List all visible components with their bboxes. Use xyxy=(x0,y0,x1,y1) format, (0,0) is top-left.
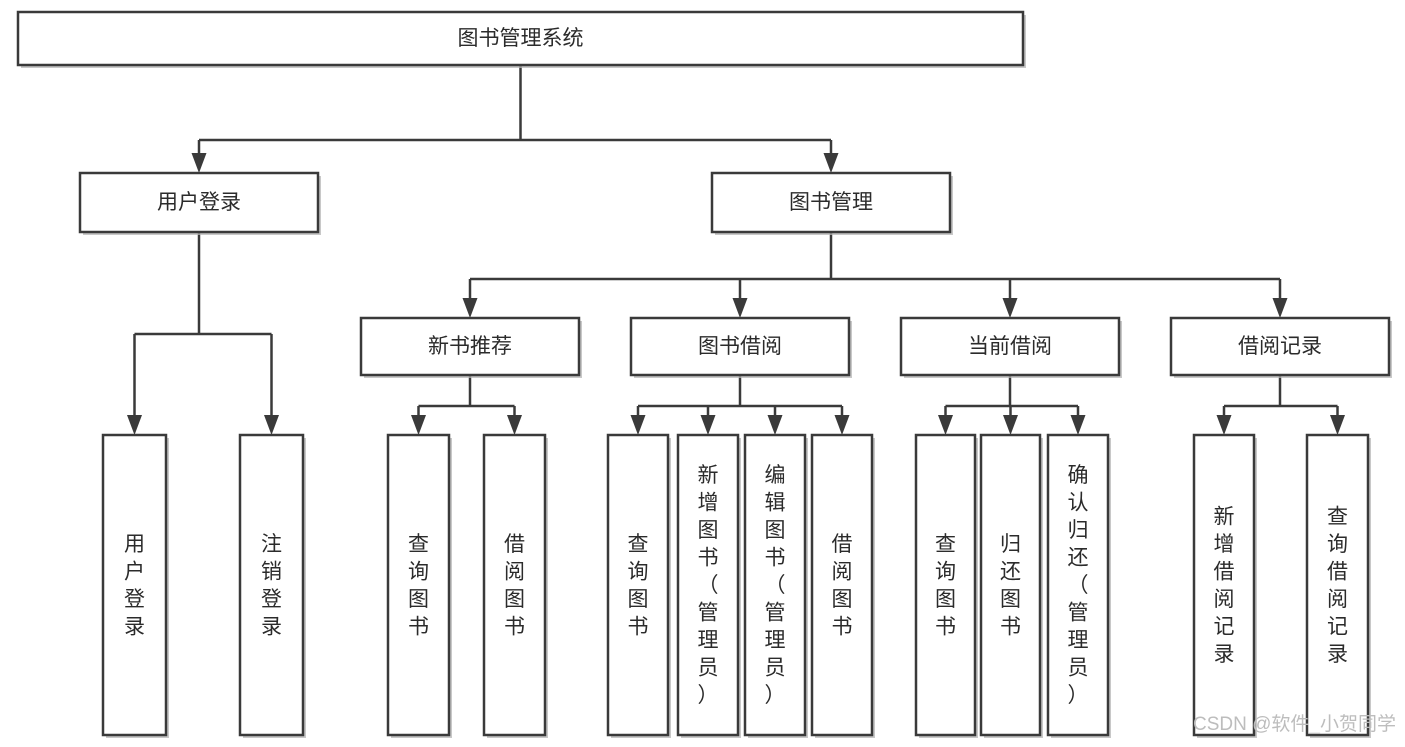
arrow-head-book-manage xyxy=(823,153,839,173)
arrow-head-leaf-query-book-2 xyxy=(630,415,646,435)
node-rect-leaf-add-record[interactable] xyxy=(1192,433,1256,737)
node-label-leaf-query-book-1: 查询图书 xyxy=(408,533,429,639)
node-label-leaf-borrow-book-2: 借阅图书 xyxy=(832,533,853,639)
node-label-borrow-record: 借阅记录 xyxy=(1238,335,1322,358)
arrow-head-leaf-add-book xyxy=(700,415,716,435)
arrow-head-leaf-query-book-1 xyxy=(411,415,426,435)
node-new-book-rec[interactable]: 新书推荐 xyxy=(359,316,582,378)
node-leaf-return-book[interactable]: 归还图书 xyxy=(979,433,1043,738)
node-label-current-borrow: 当前借阅 xyxy=(968,335,1052,358)
node-label-leaf-confirm-return: 确认归还（管理员） xyxy=(1068,464,1089,707)
node-leaf-add-book[interactable]: 新增图书（管理员） xyxy=(676,433,741,738)
node-leaf-borrow-book-2[interactable]: 借阅图书 xyxy=(810,433,875,738)
node-label-leaf-query-book-3: 查询图书 xyxy=(935,533,956,639)
arrow-head-leaf-edit-book xyxy=(767,415,783,435)
arrow-head-borrow-record xyxy=(1272,298,1288,318)
node-label-leaf-query-book-2: 查询图书 xyxy=(628,533,649,639)
node-root[interactable]: 图书管理系统 xyxy=(16,10,1026,68)
node-rect-leaf-borrow-book-2[interactable] xyxy=(810,433,874,737)
node-rect-leaf-query-book-1[interactable] xyxy=(386,433,451,737)
node-rect-leaf-confirm-return[interactable] xyxy=(1046,433,1110,737)
arrow-head-leaf-logout xyxy=(264,415,279,435)
node-rect-leaf-query-book-3[interactable] xyxy=(914,433,977,737)
node-borrow-record[interactable]: 借阅记录 xyxy=(1169,316,1392,378)
arrow-head-current-borrow xyxy=(1002,298,1018,318)
node-rect-leaf-return-book[interactable] xyxy=(979,433,1042,737)
arrow-head-leaf-query-record xyxy=(1330,415,1345,435)
edges-layer xyxy=(127,65,1345,435)
node-leaf-query-book-3[interactable]: 查询图书 xyxy=(914,433,978,738)
node-leaf-add-record[interactable]: 新增借阅记录 xyxy=(1192,433,1257,738)
node-leaf-confirm-return[interactable]: 确认归还（管理员） xyxy=(1046,433,1111,738)
node-label-leaf-return-book: 归还图书 xyxy=(1000,533,1021,639)
node-leaf-query-record[interactable]: 查询借阅记录 xyxy=(1305,433,1371,738)
arrow-head-leaf-return-book xyxy=(1003,415,1018,435)
node-rect-leaf-add-book[interactable] xyxy=(676,433,740,737)
node-leaf-user-login[interactable]: 用户登录 xyxy=(101,433,169,738)
node-book-borrow[interactable]: 图书借阅 xyxy=(629,316,852,378)
node-label-leaf-edit-book: 编辑图书（管理员） xyxy=(765,464,786,707)
node-label-leaf-logout: 注销登录 xyxy=(261,533,282,639)
node-rect-leaf-query-book-2[interactable] xyxy=(606,433,670,737)
node-label-leaf-add-book: 新增图书（管理员） xyxy=(698,464,719,707)
node-label-leaf-add-record: 新增借阅记录 xyxy=(1214,505,1235,666)
node-rect-root[interactable] xyxy=(16,10,1025,67)
node-rect-leaf-borrow-book-1[interactable] xyxy=(482,433,547,737)
node-book-manage[interactable]: 图书管理 xyxy=(710,171,953,235)
arrow-head-book-borrow xyxy=(732,298,748,318)
node-rect-leaf-edit-book[interactable] xyxy=(743,433,807,737)
nodes-layer: 图书管理系统用户登录图书管理新书推荐图书借阅当前借阅借阅记录用户登录注销登录查询… xyxy=(16,10,1392,738)
node-leaf-query-book-2[interactable]: 查询图书 xyxy=(606,433,671,738)
node-label-book-manage: 图书管理 xyxy=(789,191,873,214)
node-current-borrow[interactable]: 当前借阅 xyxy=(899,316,1122,378)
arrow-head-leaf-confirm-return xyxy=(1070,415,1086,435)
node-rect-book-manage[interactable] xyxy=(710,171,952,234)
node-rect-current-borrow[interactable] xyxy=(899,316,1121,377)
node-label-new-book-rec: 新书推荐 xyxy=(428,335,512,358)
node-label-book-borrow: 图书借阅 xyxy=(698,335,782,358)
node-leaf-query-book-1[interactable]: 查询图书 xyxy=(386,433,452,738)
node-leaf-logout[interactable]: 注销登录 xyxy=(238,433,306,738)
node-rect-leaf-query-record[interactable] xyxy=(1305,433,1370,737)
node-label-leaf-user-login: 用户登录 xyxy=(124,533,145,639)
node-leaf-edit-book[interactable]: 编辑图书（管理员） xyxy=(743,433,808,738)
node-leaf-borrow-book-1[interactable]: 借阅图书 xyxy=(482,433,548,738)
node-rect-new-book-rec[interactable] xyxy=(359,316,581,377)
node-rect-book-borrow[interactable] xyxy=(629,316,851,377)
node-rect-leaf-logout[interactable] xyxy=(238,433,305,737)
arrow-head-leaf-add-record xyxy=(1216,415,1232,435)
arrow-head-leaf-borrow-book-2 xyxy=(834,415,850,435)
node-label-leaf-borrow-book-1: 借阅图书 xyxy=(504,533,525,639)
arrow-head-leaf-user-login xyxy=(127,415,142,435)
arrow-head-leaf-borrow-book-1 xyxy=(507,415,522,435)
arrow-head-user-login xyxy=(191,153,207,173)
node-label-leaf-query-record: 查询借阅记录 xyxy=(1327,505,1348,666)
node-rect-borrow-record[interactable] xyxy=(1169,316,1391,377)
arrow-head-new-book-rec xyxy=(462,298,478,318)
csdn-watermark: CSDN @软件_小贺同学 xyxy=(1193,713,1396,735)
node-user-login[interactable]: 用户登录 xyxy=(78,171,321,235)
arrow-head-leaf-query-book-3 xyxy=(938,415,953,435)
node-label-root: 图书管理系统 xyxy=(458,27,584,50)
node-label-user-login: 用户登录 xyxy=(157,191,241,214)
node-rect-leaf-user-login[interactable] xyxy=(101,433,168,737)
node-rect-user-login[interactable] xyxy=(78,171,320,234)
